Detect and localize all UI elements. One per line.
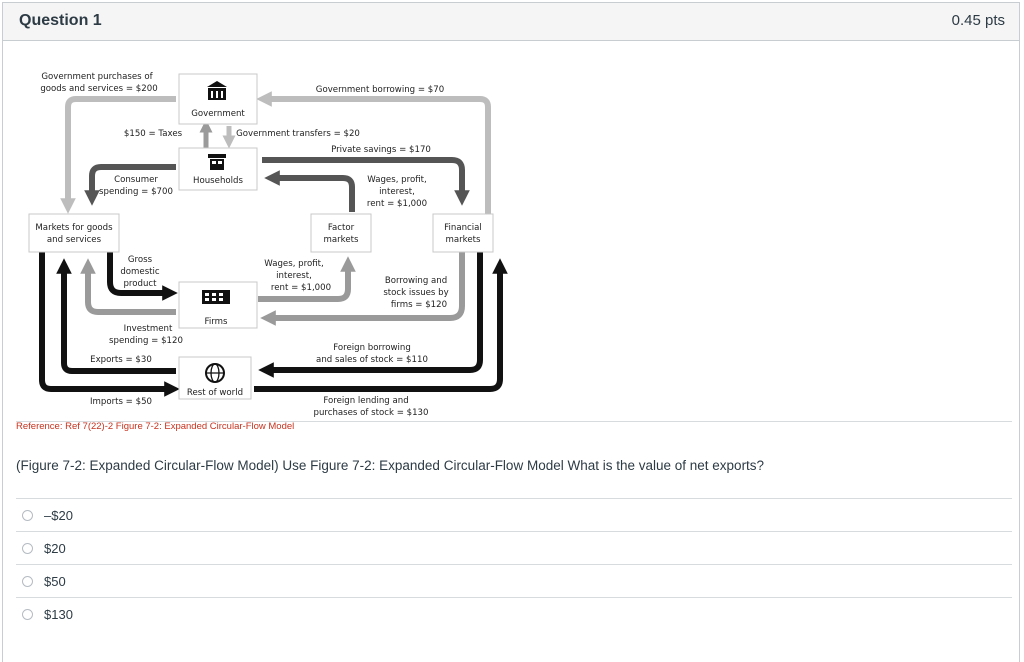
divider (16, 597, 1012, 598)
borrowing-label-2: stock issues by (383, 288, 448, 298)
globe-icon (205, 363, 225, 383)
radio-button[interactable] (22, 575, 33, 587)
wages-top-label-2: interest, (379, 187, 415, 197)
foreign-borrowing-arrow (258, 240, 483, 378)
markets-goods-node (28, 213, 120, 253)
radio-button[interactable] (22, 509, 33, 521)
wages-mid-label-2: interest, (276, 271, 312, 281)
government-label: Government (191, 109, 245, 119)
factor-markets-node (310, 213, 372, 253)
gov-borrowing-label: Government borrowing = $70 (316, 85, 444, 95)
firms-label: Firms (205, 317, 228, 327)
divider (16, 564, 1012, 565)
divider (16, 498, 1012, 499)
answer-label: $130 (44, 606, 73, 622)
divider (16, 531, 1012, 532)
gov-borrowing-arrow (256, 91, 491, 214)
house-icon (208, 154, 226, 170)
borrowing-label-1: Borrowing and (385, 276, 447, 286)
circular-flow-figure: Government Households Markets for goods … (26, 68, 516, 420)
investment-label-1: Investment (124, 324, 173, 334)
gov-transfers-label: Government transfers = $20 (236, 129, 360, 139)
factor-label-1: Factor (328, 223, 355, 233)
borrowing-label-3: firms = $120 (391, 300, 447, 310)
answer-label: $20 (44, 540, 66, 556)
private-savings-arrow (262, 157, 470, 206)
investment-arrow (80, 258, 176, 315)
factory-icon (202, 290, 230, 304)
question-header: Question 1 0.45 pts (3, 3, 1019, 41)
taxes-label: $150 = Taxes (124, 129, 183, 139)
gdp-label-3: product (123, 279, 157, 289)
financial-label-1: Financial (444, 223, 482, 233)
foreign-lending-label-1: Foreign lending and (323, 396, 408, 406)
radio-button[interactable] (22, 608, 33, 620)
wages-mid-label-3: rent = $1,000 (271, 283, 331, 293)
foreign-borrowing-label-2: and sales of stock = $110 (316, 355, 428, 365)
question-title: Question 1 (19, 12, 102, 29)
wages-mid-label-1: Wages, profit, (264, 259, 323, 269)
answer-option[interactable]: –$20 (16, 499, 1012, 531)
divider (16, 421, 1012, 422)
markets-goods-label-1: Markets for goods (35, 223, 113, 233)
foreign-borrowing-label-1: Foreign borrowing (333, 343, 411, 353)
radio-button[interactable] (22, 542, 33, 554)
answer-label: $50 (44, 573, 66, 589)
gov-purchases-label-2: goods and services = $200 (40, 84, 157, 94)
households-label: Households (193, 176, 243, 186)
answer-label: –$20 (44, 507, 73, 523)
exports-arrow (56, 258, 176, 374)
exports-label: Exports = $30 (90, 355, 152, 365)
wages-top-arrow (264, 170, 355, 212)
wages-mid-arrow (258, 256, 356, 302)
consumer-label-1: Consumer (114, 175, 158, 185)
gdp-label-2: domestic (120, 267, 160, 277)
consumer-spending-arrow (84, 164, 176, 206)
imports-arrow (39, 240, 180, 397)
consumer-label-2: spending = $700 (99, 187, 173, 197)
answer-option[interactable]: $130 (16, 598, 1012, 630)
answer-option[interactable]: $50 (16, 565, 1012, 597)
private-savings-label: Private savings = $170 (331, 145, 431, 155)
markets-goods-label-2: and services (47, 235, 102, 245)
question-points: 0.45 pts (951, 12, 1005, 29)
figure-reference: Reference: Ref 7(22)-2 Figure 7-2: Expan… (16, 421, 295, 432)
firms-node (178, 281, 258, 329)
wages-top-label-1: Wages, profit, (367, 175, 426, 185)
factor-label-2: markets (324, 235, 359, 245)
borrowing-firms-arrow (260, 240, 465, 326)
gov-purchases-label-1: Government purchases of (41, 72, 153, 82)
investment-label-2: spending = $120 (109, 336, 183, 346)
financial-markets-node (432, 213, 494, 253)
gdp-arrow (107, 248, 178, 301)
circular-flow-diagram: Government Households Markets for goods … (28, 72, 508, 418)
gdp-label-1: Gross (128, 255, 153, 265)
foreign-lending-arrow (254, 258, 508, 392)
answer-option[interactable]: $20 (16, 532, 1012, 564)
rest-of-world-label: Rest of world (187, 388, 243, 398)
government-building-icon (207, 81, 227, 100)
gov-purchases-arrow (60, 96, 176, 214)
imports-label: Imports = $50 (90, 397, 152, 407)
question-text: (Figure 7-2: Expanded Circular-Flow Mode… (16, 458, 765, 473)
foreign-lending-label-2: purchases of stock = $130 (313, 408, 428, 418)
financial-label-2: markets (446, 235, 481, 245)
wages-top-label-3: rent = $1,000 (367, 199, 427, 209)
